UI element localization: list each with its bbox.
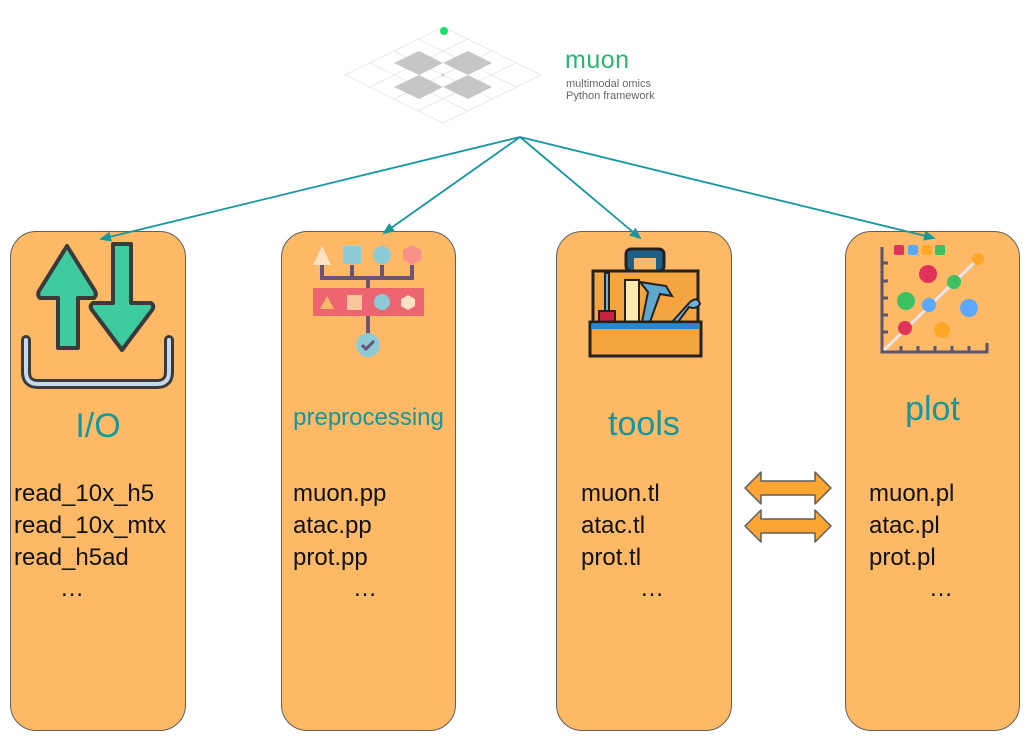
list-item: prot.pp [293, 544, 368, 571]
list-item: muon.pl [869, 480, 955, 507]
ellipsis: … [353, 575, 377, 602]
list-item: muon.tl [581, 480, 660, 507]
arrow-to-io [99, 136, 521, 242]
panel-items: read_10x_h5 read_10x_mtx read_h5ad [14, 478, 166, 574]
double-arrow-icon [744, 471, 832, 505]
list-item: atac.tl [581, 512, 646, 539]
panel-title: preprocessing [293, 404, 444, 431]
double-arrow-icon [744, 509, 832, 543]
logo-dot [440, 27, 448, 35]
list-item: read_10x_mtx [14, 512, 167, 539]
list-item: prot.tl [581, 544, 642, 571]
panel-preprocessing: preprocessing muon.pp atac.pp prot.pp … [281, 231, 456, 731]
panel-tools: tools muon.tl atac.tl prot.tl … [556, 231, 732, 731]
panel-items: muon.tl atac.tl prot.tl [581, 478, 660, 574]
list-item: muon.pp [293, 480, 387, 507]
logo-tile [394, 75, 443, 99]
list-item: read_h5ad [14, 544, 129, 571]
logo-tile [394, 51, 443, 75]
panel-title: plot [905, 390, 960, 428]
ellipsis: … [640, 575, 664, 602]
ellipsis: … [60, 575, 84, 602]
list-item: atac.pp [293, 512, 372, 539]
panel-io: I/O read_10x_h5 read_10x_mtx read_h5ad … [10, 231, 186, 731]
panel-items: muon.pp atac.pp prot.pp [293, 478, 386, 574]
arrow-to-plot [519, 136, 936, 241]
ellipsis: … [929, 575, 953, 602]
logo-subtitle: multimodal omics Python framework [566, 78, 655, 102]
arrow-to-preprocessing [382, 136, 521, 235]
arrow-to-tools [519, 136, 642, 240]
list-item: read_10x_h5 [14, 480, 155, 507]
panel-title: I/O [75, 407, 121, 445]
list-item: prot.pl [869, 544, 936, 571]
logo-tile [443, 51, 492, 75]
panel-title: tools [608, 405, 680, 443]
panel-items: muon.pl atac.pl prot.pl [869, 478, 954, 574]
list-item: atac.pl [869, 512, 940, 539]
logo-tile [443, 75, 492, 99]
panel-plot: plot muon.pl atac.pl prot.pl … [845, 231, 1020, 731]
logo-title: muon [565, 46, 630, 74]
